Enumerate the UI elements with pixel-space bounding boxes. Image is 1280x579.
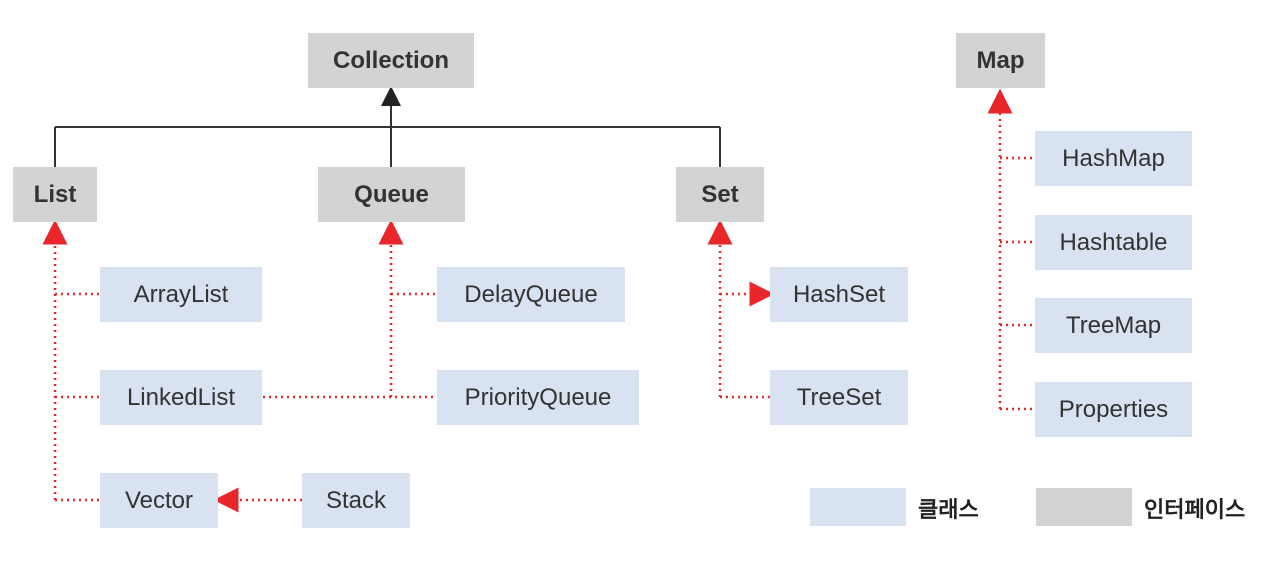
interface-collection: Collection	[308, 33, 474, 88]
legend-class-swatch	[810, 488, 906, 526]
class-hashtable: Hashtable	[1035, 215, 1192, 270]
interface-list: List	[13, 167, 97, 222]
interface-queue: Queue	[318, 167, 465, 222]
class-hashmap: HashMap	[1035, 131, 1192, 186]
interface-map: Map	[956, 33, 1045, 88]
implements-lines	[42, 88, 1035, 513]
class-treemap: TreeMap	[1035, 298, 1192, 353]
interface-set: Set	[676, 167, 764, 222]
class-delayqueue: DelayQueue	[437, 267, 625, 322]
class-arraylist: ArrayList	[100, 267, 262, 322]
class-treeset: TreeSet	[770, 370, 908, 425]
legend-class-label: 클래스	[918, 498, 979, 523]
class-hashset: HashSet	[770, 267, 908, 322]
class-properties: Properties	[1035, 382, 1192, 437]
legend-interface-swatch	[1036, 488, 1132, 526]
legend-interface-label: 인터페이스	[1144, 498, 1246, 523]
class-stack: Stack	[302, 473, 410, 528]
class-vector: Vector	[100, 473, 218, 528]
extends-lines	[54, 86, 721, 167]
class-priorityqueue: PriorityQueue	[437, 370, 639, 425]
class-linkedlist: LinkedList	[100, 370, 262, 425]
